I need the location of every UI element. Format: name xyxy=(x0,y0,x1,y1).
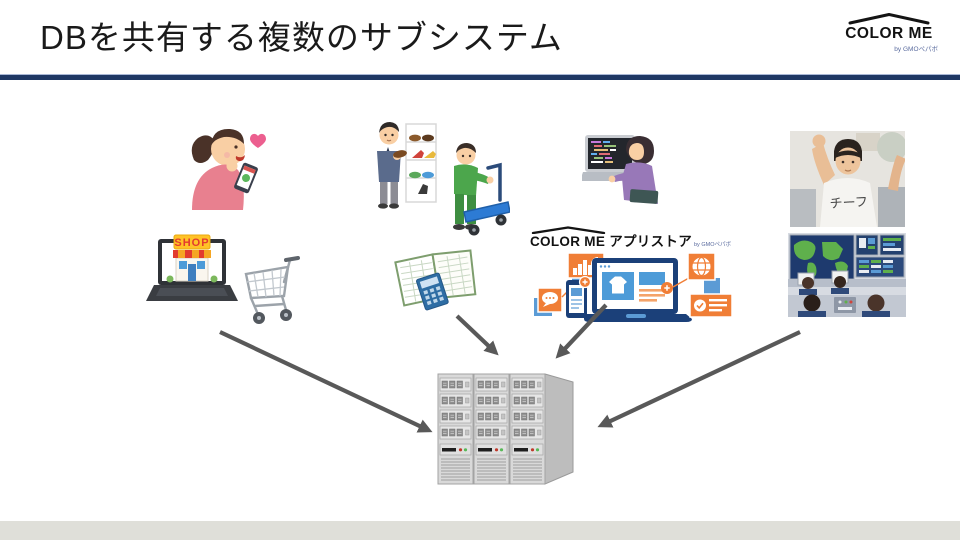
database-server-illustration xyxy=(437,373,574,485)
shoe-store-clerk-illustration xyxy=(377,122,437,209)
tshirt-icon xyxy=(609,276,627,294)
check-icon xyxy=(694,299,706,312)
brand-name: COLOR ME xyxy=(845,25,933,42)
ledger-calculator-illustration xyxy=(394,249,477,311)
raised-arm xyxy=(812,143,835,185)
roof-icon xyxy=(848,13,930,25)
clerk-face xyxy=(379,125,399,145)
flatbed-cart xyxy=(463,201,510,223)
tile-shadow xyxy=(704,278,720,294)
chief-photo: チーフ xyxy=(790,131,905,227)
tshirt-text: チーフ xyxy=(829,194,868,211)
appstore-illustration xyxy=(534,252,733,322)
arrow-store-to-db xyxy=(455,314,499,356)
rack-side xyxy=(544,373,574,485)
page-title: DBを共有する複数のサブシステム xyxy=(40,19,563,56)
worker-uniform xyxy=(454,164,478,196)
shop-sign xyxy=(173,234,211,250)
arrow-ops-to-db xyxy=(597,330,801,428)
globe-icon xyxy=(692,256,711,277)
colorme-logo: COLOR ME by GMOペパボ xyxy=(834,12,944,53)
brand-byline: by GMOペパボ xyxy=(894,45,938,53)
roof-icon xyxy=(531,226,606,234)
arrow-shopper-to-db xyxy=(219,330,433,433)
worker-face xyxy=(456,145,476,165)
tshirt xyxy=(820,178,877,227)
operator xyxy=(803,294,821,312)
smartphone-icon xyxy=(234,162,258,194)
appstore-logo-text: COLOR ME アプリストア xyxy=(530,234,692,249)
developer-illustration xyxy=(582,135,659,204)
shopping-cart-icon xyxy=(244,256,300,324)
ponytail xyxy=(191,135,215,163)
operator xyxy=(867,294,885,312)
bar-chart-icon xyxy=(573,260,592,275)
background-raised-arm xyxy=(888,155,905,191)
code-on-screen xyxy=(591,141,616,163)
cart-handle xyxy=(486,162,502,202)
title-divider xyxy=(0,74,960,80)
operator xyxy=(834,276,846,288)
calculator-icon xyxy=(416,272,449,311)
footer-bar xyxy=(0,521,960,540)
shop-laptop-illustration: SHOP xyxy=(146,234,238,301)
operations-room-illustration xyxy=(788,233,906,317)
operator xyxy=(802,277,814,289)
smartphone-shopper-illustration xyxy=(191,128,266,210)
shop-sign-text: SHOP xyxy=(174,237,209,249)
shopper-body xyxy=(192,164,244,210)
appstore-logo-byline: by GMOペパボ xyxy=(694,242,731,248)
warehouse-worker-illustration xyxy=(453,143,510,236)
heart-icon xyxy=(250,133,266,148)
awning xyxy=(173,250,211,258)
